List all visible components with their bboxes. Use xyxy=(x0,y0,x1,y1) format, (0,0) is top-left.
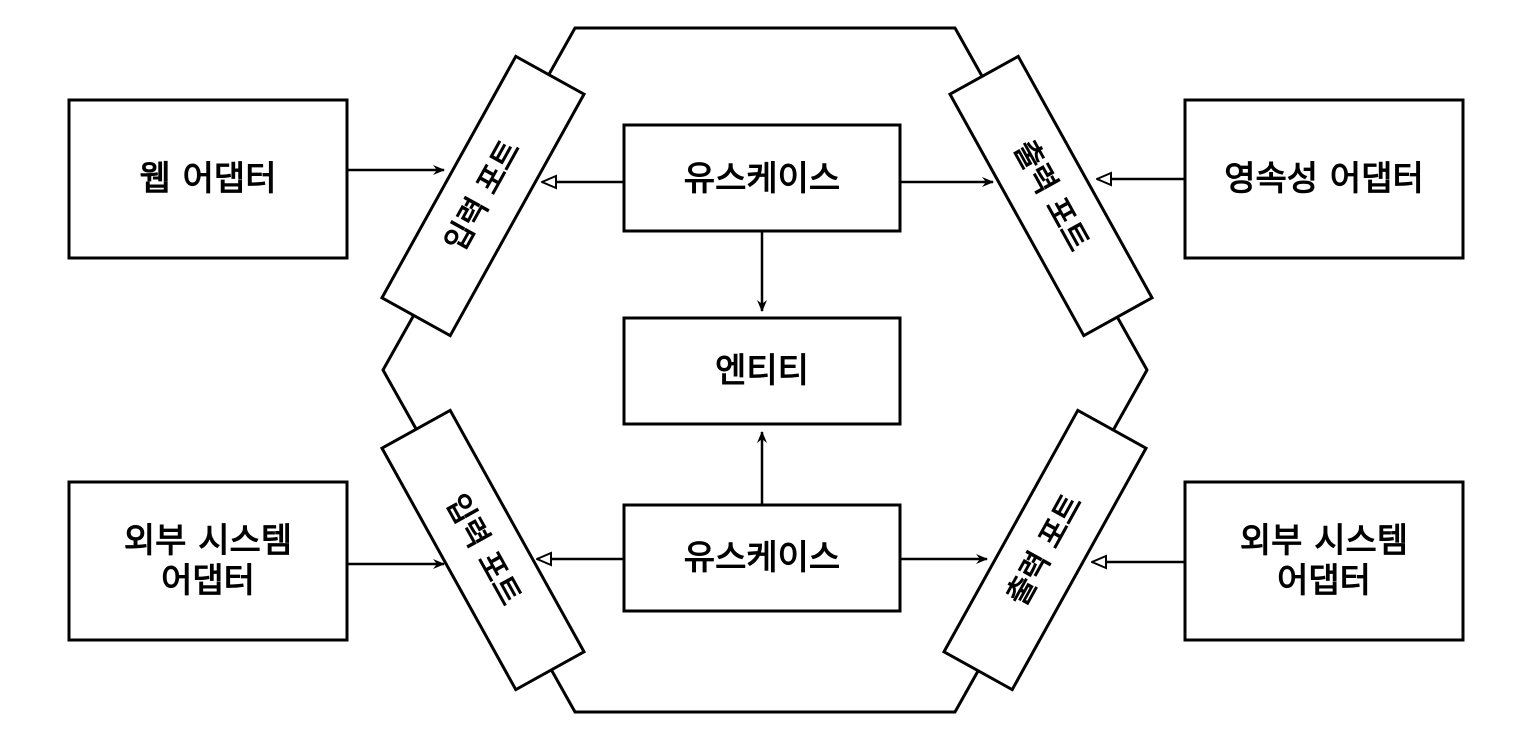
external-adapter-left-box: 외부 시스템 어댑터 xyxy=(67,480,349,642)
input-port-bottom: 입력 포트 xyxy=(379,408,587,692)
web-adapter-label: 웹 어댑터 xyxy=(140,159,277,199)
hexagon-boundary xyxy=(381,26,1149,714)
entity-box: 엔티티 xyxy=(622,316,902,426)
external-adapter-right-box: 외부 시스템 어댑터 xyxy=(1183,480,1465,642)
edges xyxy=(348,165,1185,564)
entity-label: 엔티티 xyxy=(715,351,809,391)
external-adapter-right-line1: 외부 시스템 xyxy=(1240,521,1408,561)
external-adapter-left-line2: 어댑터 xyxy=(161,561,255,601)
external-adapter-right-line2: 어댑터 xyxy=(1277,561,1371,601)
persistence-adapter-box: 영속성 어댑터 xyxy=(1183,98,1465,260)
usecase-top-label: 유스케이스 xyxy=(684,159,840,199)
web-adapter-box: 웹 어댑터 xyxy=(67,98,349,260)
output-port-bottom: 출력 포트 xyxy=(941,408,1149,692)
output-port-top: 출력 포트 xyxy=(947,54,1155,338)
usecase-top-box: 유스케이스 xyxy=(622,123,902,233)
persistence-adapter-label: 영속성 어댑터 xyxy=(1224,159,1424,199)
usecase-bottom-box: 유스케이스 xyxy=(622,503,902,613)
usecase-bottom-label: 유스케이스 xyxy=(684,538,840,578)
external-adapter-left-line1: 외부 시스템 xyxy=(124,521,292,561)
input-port-top: 입력 포트 xyxy=(379,54,587,338)
